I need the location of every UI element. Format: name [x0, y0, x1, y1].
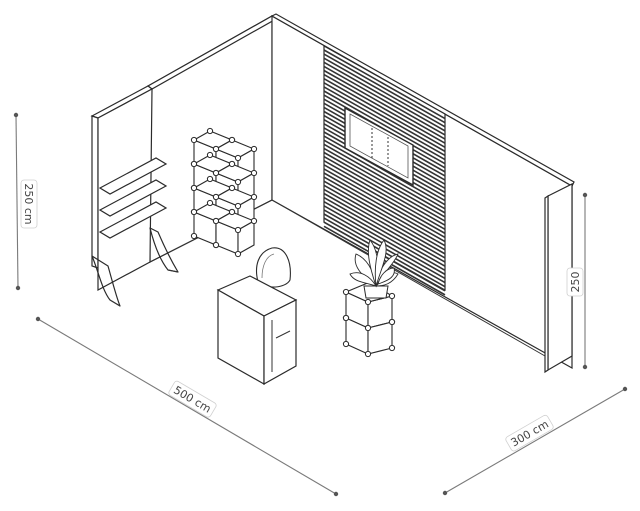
wall-slat: [323, 78, 446, 148]
wall-slat: [323, 90, 446, 161]
wall-slat: [323, 49, 446, 120]
wall-screen: [344, 106, 414, 187]
wall-slat: [323, 135, 446, 206]
dimension-label-height-left: 250 cm: [22, 183, 35, 224]
wall-slat: [323, 176, 446, 247]
wall-slat: [323, 73, 446, 144]
wall-slat: [323, 168, 446, 239]
wall-slat: [323, 172, 446, 243]
wall-slat: [323, 61, 446, 132]
chair: [255, 247, 291, 288]
potted-plant: [349, 239, 399, 299]
wall-slat: [323, 184, 446, 255]
left-end-panel: [90, 85, 154, 292]
wall-slat: [323, 201, 446, 271]
wall-slat: [323, 192, 446, 263]
wall-slat: [323, 160, 446, 230]
wall-slat: [323, 53, 446, 124]
wall-slat: [323, 65, 446, 136]
wall-slat: [323, 180, 446, 251]
wall-slat: [323, 147, 446, 218]
wall-shelves: [91, 157, 179, 307]
dimension-height-right: 250: [566, 192, 588, 370]
cube-shelving-unit: [190, 127, 258, 258]
wall-slat: [323, 164, 446, 235]
plant-stand: [342, 281, 396, 358]
dimension-depth-right: 300 cm: [442, 386, 628, 496]
dimension-height-left: 250 cm: [13, 112, 38, 291]
wall-slat: [323, 151, 446, 222]
wall-slat: [323, 196, 446, 267]
wall-slat: [323, 57, 446, 128]
right-end-panel: [544, 183, 573, 374]
wall-slat: [323, 86, 446, 157]
wall-slat: [323, 82, 446, 153]
wall-slat: [323, 143, 446, 214]
reception-counter: [216, 275, 298, 386]
wall-slat: [323, 139, 446, 210]
wall-slat: [323, 155, 446, 226]
wall-slat: [323, 69, 446, 140]
dimension-label-height-right: 250: [569, 272, 582, 293]
wall-slat: [323, 188, 446, 259]
